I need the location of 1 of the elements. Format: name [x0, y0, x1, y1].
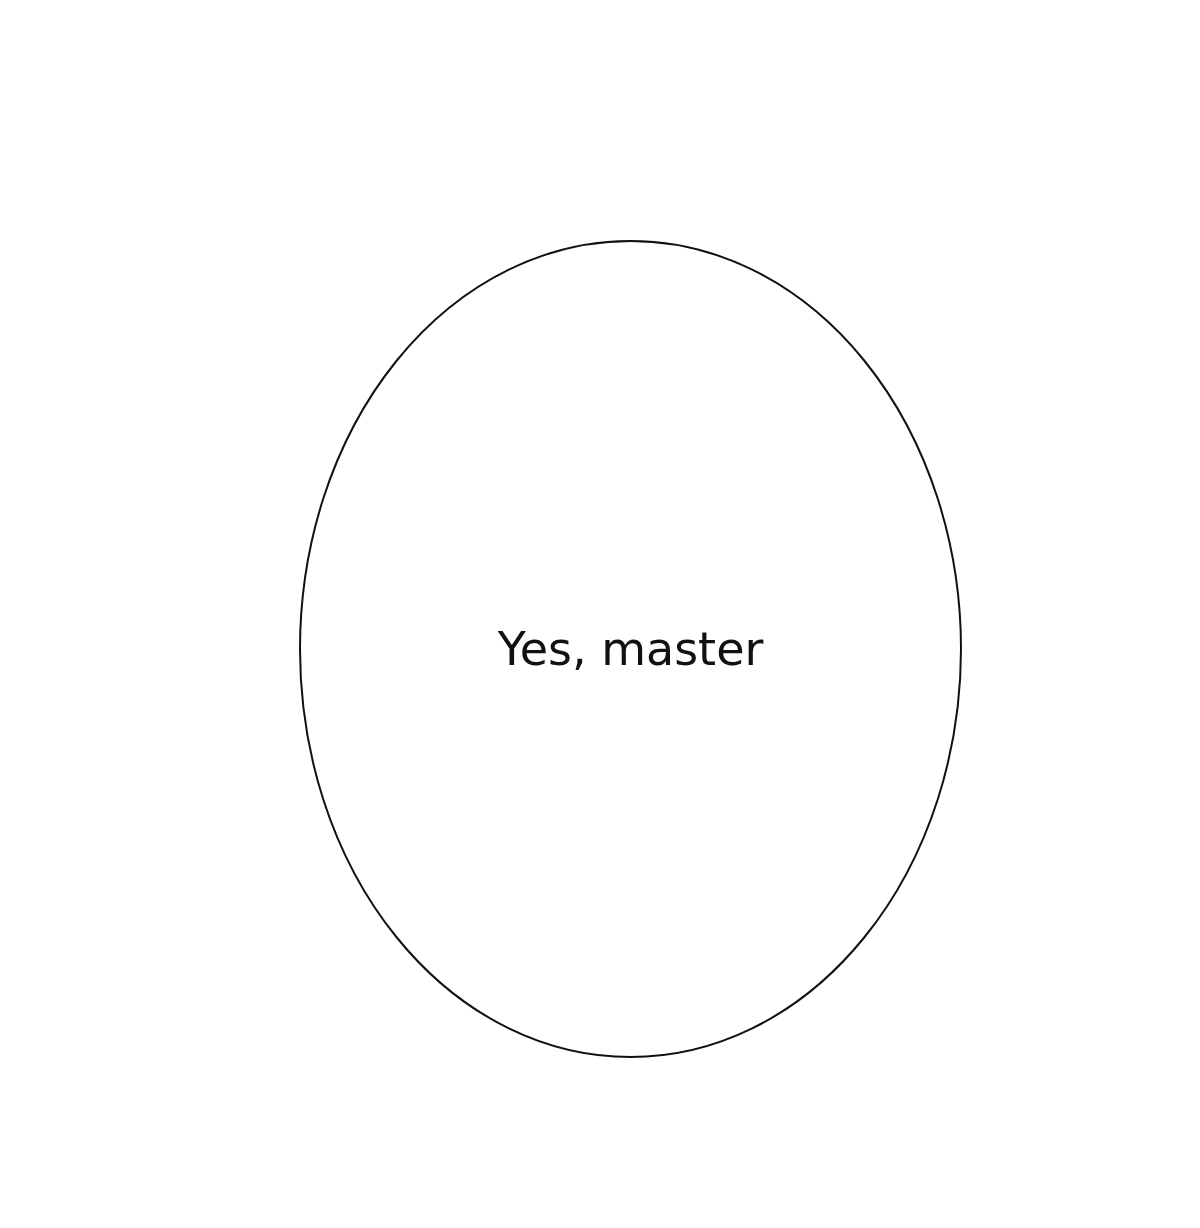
node-label: Yes, master	[497, 622, 764, 676]
